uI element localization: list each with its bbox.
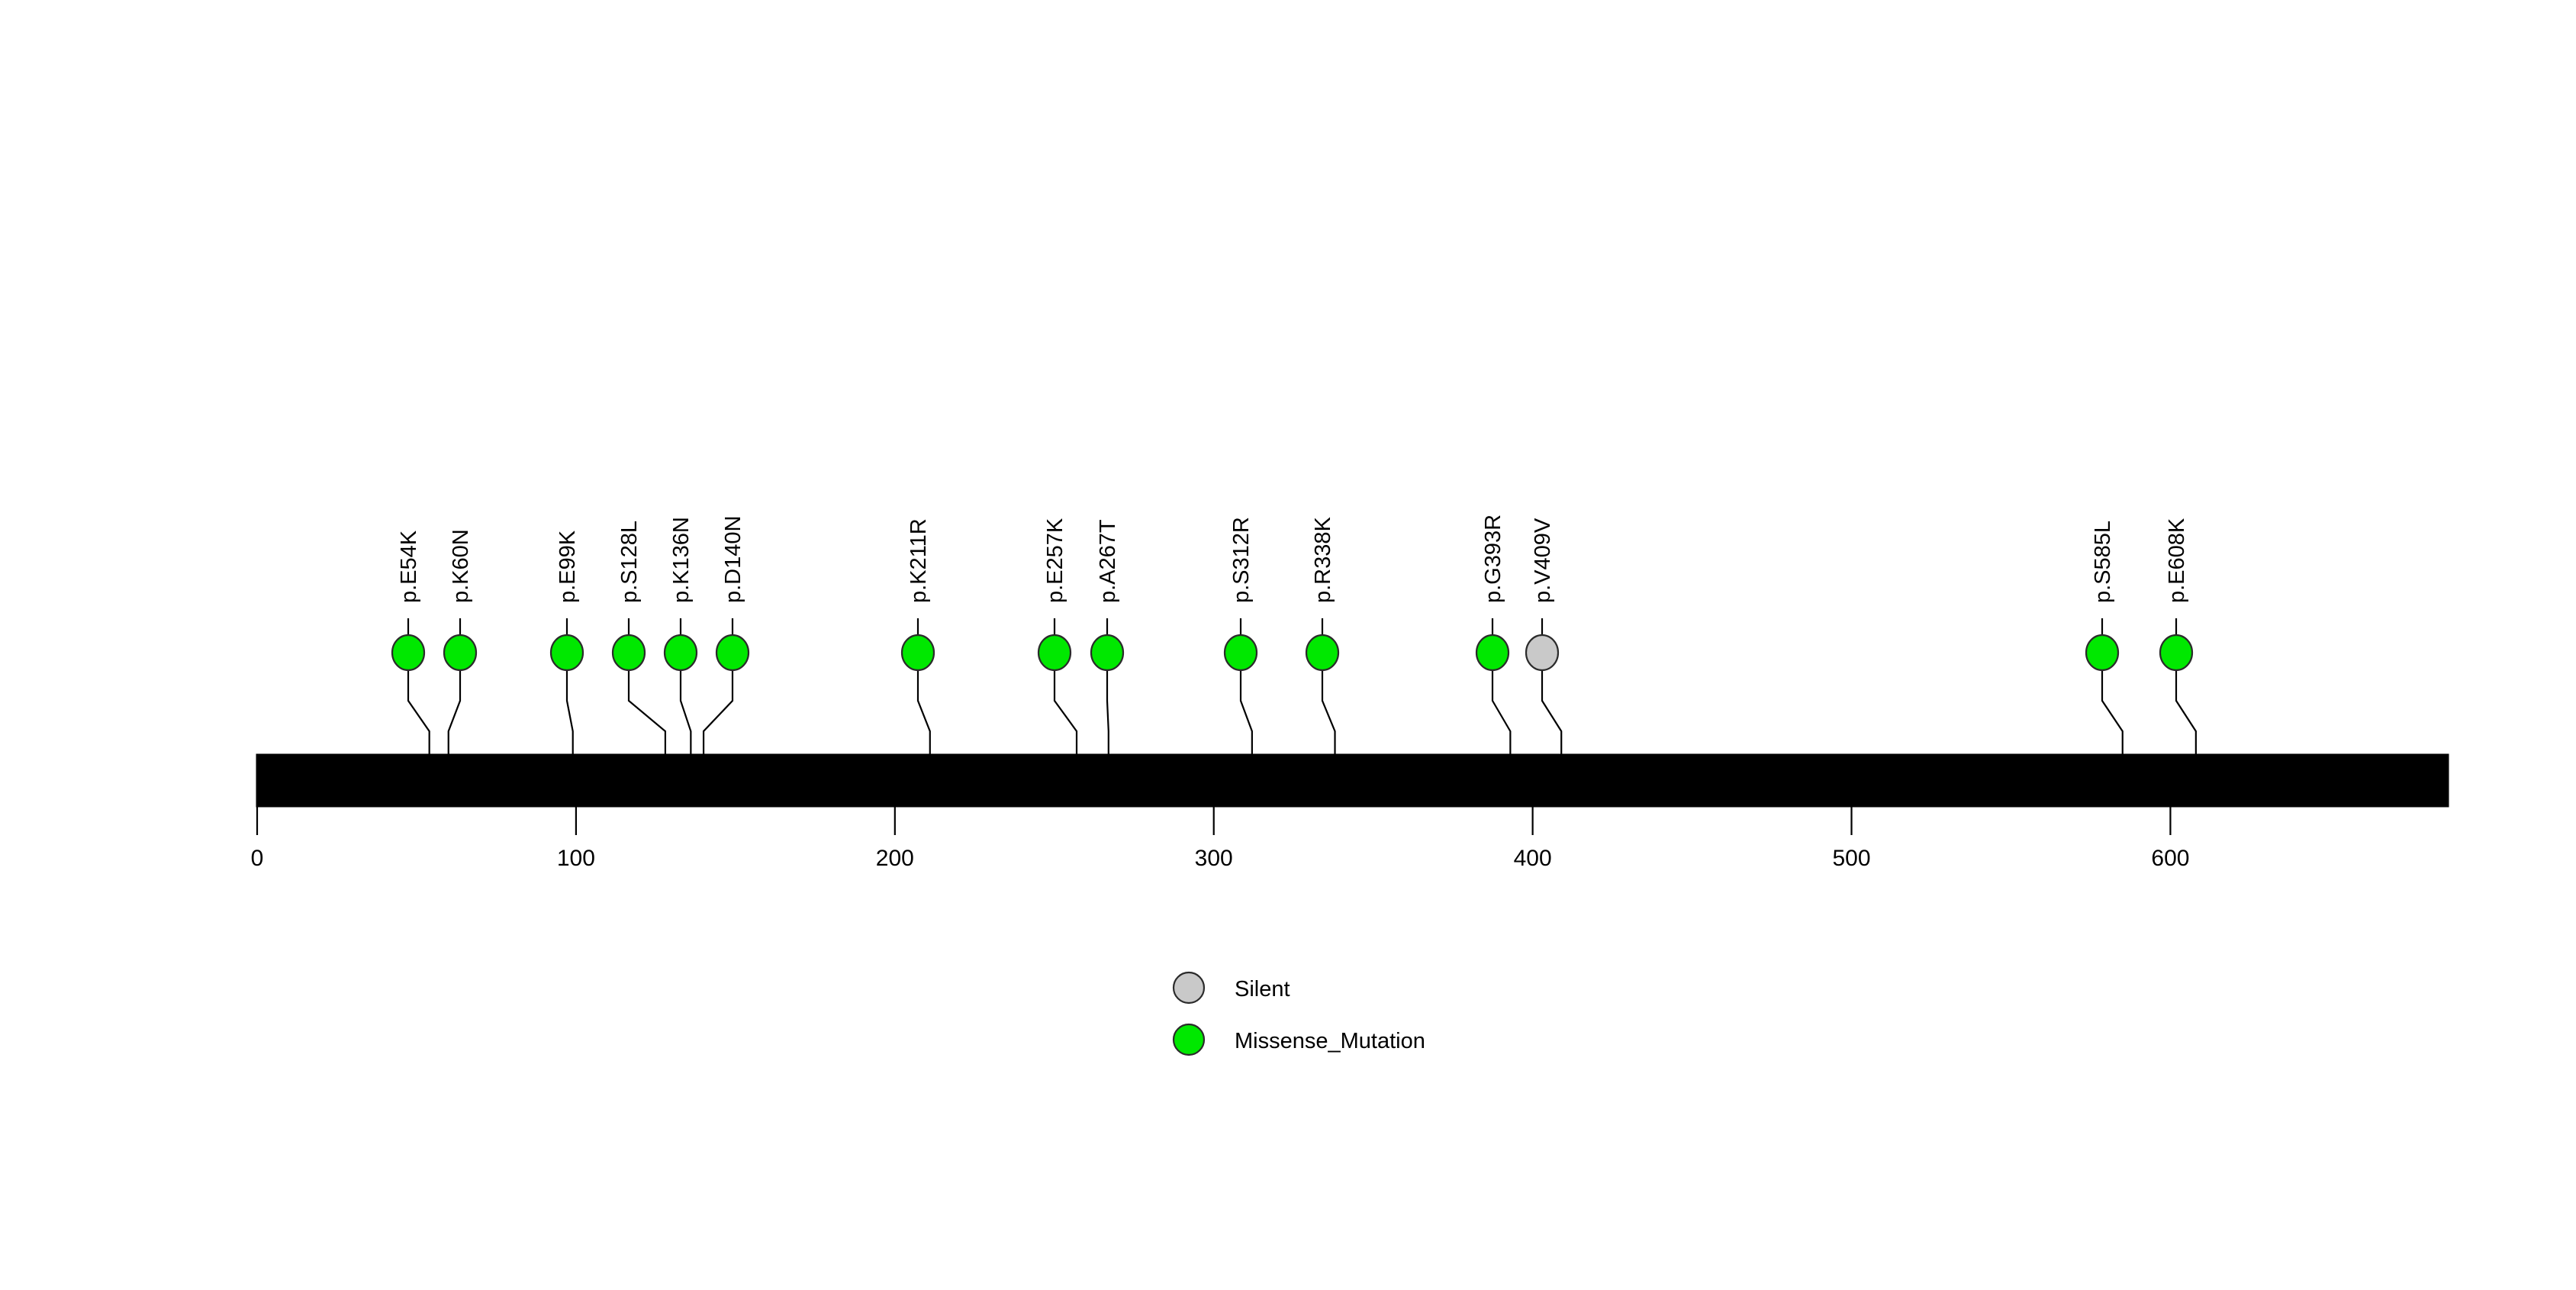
axis-tick-label: 100 xyxy=(557,846,595,871)
mutation-label: p.E608K xyxy=(2165,518,2189,603)
mutation-label: p.E54K xyxy=(397,530,421,603)
mutation-label: p.G393R xyxy=(1481,514,1505,603)
legend-label: Missense_Mutation xyxy=(1235,1029,1425,1053)
mutation-labels: p.E54K p.K60N p.E99K p.S128L p.K136N p.D140N p… xyxy=(397,514,2189,603)
lollipop-stem-lower xyxy=(407,669,430,806)
lollipop-head[interactable] xyxy=(1223,634,1258,672)
lollipop-stem-lower xyxy=(702,669,734,806)
legend-swatch[interactable] xyxy=(1172,1023,1206,1056)
lollipop-stem-lower xyxy=(1053,669,1078,806)
lollipop-head[interactable] xyxy=(443,634,478,672)
lollipop-stem-lower xyxy=(916,669,931,806)
protein-backbone xyxy=(256,753,2449,808)
x-axis: 0 100 200 300 400 500 600 xyxy=(251,806,2189,871)
mutation-label: p.S128L xyxy=(617,521,642,603)
mutation-label: p.K211R xyxy=(906,518,931,603)
lollipop-head[interactable] xyxy=(1525,634,1560,672)
axis-tick-label: 200 xyxy=(876,846,914,871)
mutation-label: p.E257K xyxy=(1043,518,1067,603)
lollipop-stem-lower xyxy=(1541,669,1563,806)
lollipop-head[interactable] xyxy=(715,634,750,672)
axis-tick-label: 300 xyxy=(1195,846,1233,871)
lollipop-head[interactable] xyxy=(2159,634,2194,672)
axis-tick-label: 400 xyxy=(1514,846,1552,871)
lollipop-stem-lower xyxy=(565,669,574,806)
lollipop-head[interactable] xyxy=(663,634,698,672)
axis-tick-label: 500 xyxy=(1832,846,1870,871)
mutation-label: p.A267T xyxy=(1096,519,1120,603)
lollipop-stem-lower xyxy=(1491,669,1512,806)
lollipop-stem-lower xyxy=(1239,669,1253,806)
mutation-label: p.V409V xyxy=(1531,518,1555,603)
legend-label: Silent xyxy=(1235,977,1290,1001)
lollipop-head[interactable] xyxy=(391,634,426,672)
mutation-label: p.S312R xyxy=(1229,517,1254,603)
lollipop-head[interactable] xyxy=(900,634,935,672)
mutation-label: p.E99K xyxy=(555,530,580,603)
lollipop-stem-lower xyxy=(627,669,667,806)
lollipop-head[interactable] xyxy=(1305,634,1340,672)
legend-swatch[interactable] xyxy=(1172,971,1206,1005)
mutation-label: p.K136N xyxy=(669,517,694,603)
lollipop-stems xyxy=(407,618,2197,806)
mutation-label: p.R338K xyxy=(1311,516,1335,603)
lollipop-head[interactable] xyxy=(1475,634,1510,672)
lollipop-head[interactable] xyxy=(1090,634,1125,672)
mutation-label: p.S585L xyxy=(2091,521,2115,603)
lollipop-stem-lower xyxy=(447,669,462,806)
lollipop-head[interactable] xyxy=(2085,634,2120,672)
lollipop-head[interactable] xyxy=(1037,634,1072,672)
lollipop-stem-lower xyxy=(679,669,692,806)
mutation-label: p.D140N xyxy=(721,516,745,603)
lollipop-stem-lower xyxy=(1106,669,1109,806)
protein-bar xyxy=(256,753,2449,808)
lollipop-stem-lower xyxy=(1321,669,1336,806)
lollipop-heads xyxy=(391,634,2194,672)
lollipop-head[interactable] xyxy=(549,634,584,672)
mutation-label: p.K60N xyxy=(449,529,473,603)
lollipop-head[interactable] xyxy=(611,634,646,672)
axis-tick-label: 600 xyxy=(2151,846,2189,871)
lollipop-stem-lower xyxy=(2101,669,2124,806)
axis-tick-label: 0 xyxy=(251,846,264,871)
lollipop-stem-lower xyxy=(2175,669,2197,806)
